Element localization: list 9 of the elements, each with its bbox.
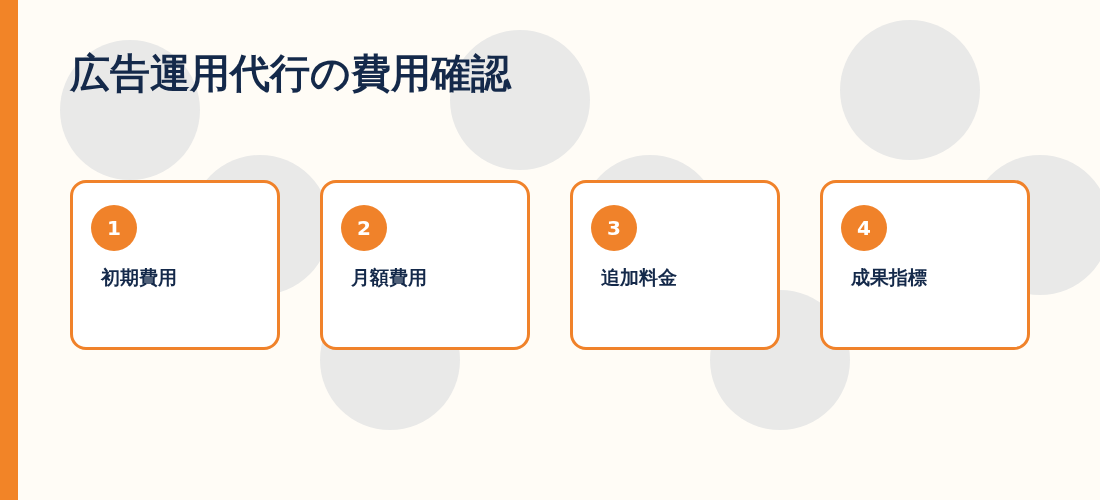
step-label: 追加料金 [601, 265, 677, 290]
step-card [70, 180, 280, 350]
step-card [320, 180, 530, 350]
step-card [570, 180, 780, 350]
title: 広告運用代行の費用確認 [70, 49, 511, 98]
step-label: 初期費用 [101, 265, 177, 290]
step-label: 月額費用 [351, 265, 427, 290]
step-card [820, 180, 1030, 350]
step-label: 成果指標 [851, 265, 927, 290]
